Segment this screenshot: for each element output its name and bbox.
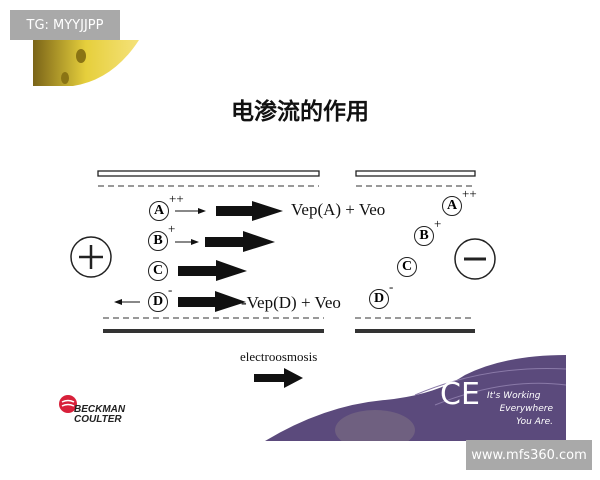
anode-icon	[70, 236, 112, 278]
cathode-icon	[454, 238, 496, 280]
species-C-left: C	[148, 261, 168, 281]
arrow-D-small	[114, 299, 140, 305]
beckman-coulter-logo-icon	[59, 395, 77, 413]
ce-banner-image	[265, 355, 567, 441]
charge-label: ++	[169, 191, 184, 206]
watermark-bottom: www.mfs360.com	[466, 440, 592, 470]
capillary-top-wall	[97, 170, 476, 187]
species-B-left: B	[148, 231, 168, 251]
slide-title: 电渗流的作用	[231, 99, 369, 125]
electroosmosis-arrow	[254, 368, 303, 388]
arrow-C-big	[178, 260, 247, 281]
watermark-top: TG: MYYJJPP	[10, 10, 120, 40]
electroosmosis-label: electroosmosis	[240, 349, 318, 364]
velocity-A-label: Vep(A) + Veo	[291, 200, 386, 219]
species-A-right: A	[442, 196, 462, 216]
capillary-bottom-wall	[103, 317, 475, 333]
charge-label: ++	[462, 186, 477, 201]
charge-label: +	[168, 221, 176, 236]
arrow-B-small	[175, 239, 199, 245]
ce-mark: CE	[440, 377, 480, 412]
charge-label: +	[434, 216, 442, 231]
arrow-B-big	[205, 231, 275, 252]
velocity-D-label: -Vep(D) + Veo	[241, 293, 341, 312]
arrow-A-big	[216, 201, 283, 221]
arrow-A-small	[175, 208, 206, 214]
species-D-left: D	[148, 292, 168, 312]
species-A-left: A	[149, 201, 169, 221]
arrow-D-big	[178, 291, 246, 312]
species-C-right: C	[397, 257, 417, 277]
charge-label: -	[389, 279, 394, 294]
arrows	[114, 201, 303, 388]
species-D-right: D	[369, 289, 389, 309]
charge-label: -	[168, 282, 173, 297]
yellow-decor-image	[33, 40, 139, 86]
species-B-right: B	[414, 226, 434, 246]
